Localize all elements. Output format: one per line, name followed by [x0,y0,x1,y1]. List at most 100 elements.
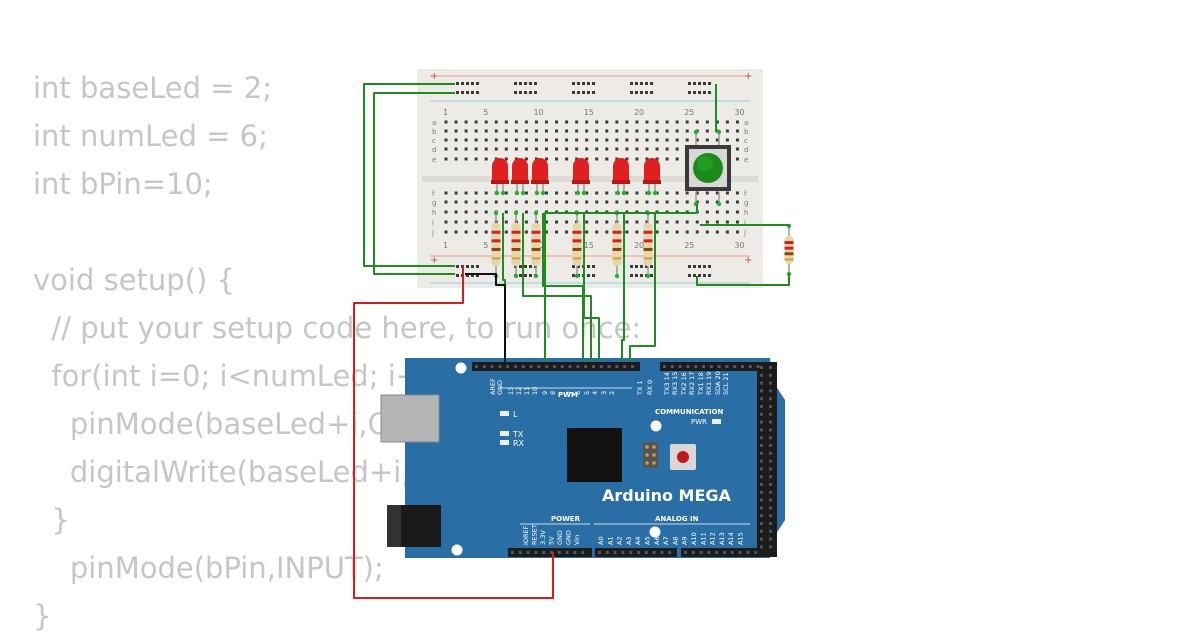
header-pin [725,365,729,368]
breadboard-hole [484,191,488,195]
breadboard-hole [464,210,468,214]
resistor-body [572,223,582,266]
breadboard-hole [640,265,643,268]
header-pin [748,365,752,368]
breadboard-hole [484,230,488,234]
pin-label: RX1 19 [705,372,713,395]
breadboard-hole [494,138,498,142]
breadboard-hole [464,120,468,124]
pin-label: SCL 21 [722,372,730,395]
green-wire-rail-left-inner [373,92,455,275]
pin-label: A14 [727,532,735,545]
resistor [643,210,653,279]
breadboard-hole [708,274,711,277]
breadboard-hole [615,147,619,151]
header-pin [760,444,763,447]
breadboard-hole [630,91,633,94]
breadboard-hole [725,230,729,234]
breadboard-hole [575,157,579,161]
resistor-band [572,239,582,243]
led-body [512,158,528,182]
breadboard-hole [504,157,508,161]
pin-label: SDA 20 [714,371,722,395]
resistor-lead-end [574,273,580,279]
header-pin [607,365,611,368]
breadboard-hole [587,91,590,94]
breadboard-hole [534,91,537,94]
resistor-lead-end [513,210,519,216]
breadboard-hole [466,82,469,85]
column-number: 25 [684,108,694,117]
breadboard-hole [655,120,659,124]
breadboard-hole [595,220,599,224]
breadboard-hole [635,265,638,268]
breadboard-hole [703,274,706,277]
header-pin [514,365,517,368]
header-pin [598,551,601,554]
breadboard-hole [555,230,559,234]
breadboard-hole [444,220,448,224]
breadboard-hole [693,274,696,277]
header-pin [769,506,772,510]
breadboard-hole [635,147,639,151]
breadboard-hole [605,191,609,195]
header-pin [637,551,640,554]
pin-label: RX 0 [646,380,654,395]
breadboard-hole [725,129,729,133]
breadboard-hole [524,129,528,133]
resistor-band [643,257,653,260]
mounting-hole [650,420,662,432]
breadboard-hole [595,138,599,142]
breadboard-hole [504,147,508,151]
breadboard-hole [645,129,649,133]
header-pin [511,551,514,554]
breadboard-hole [464,230,468,234]
header-pin [738,551,742,554]
label-l: L [513,410,518,419]
rail-plus-label: + [744,71,752,82]
led-rim [511,180,529,184]
breadboard-hole [715,200,719,204]
header-pin [760,467,763,471]
header-pin [529,365,533,368]
resistor-band [612,239,622,243]
breadboard-hole [504,129,508,133]
code-line: } [33,599,52,633]
resistor-band [784,258,794,261]
row-letter: g [432,199,436,207]
breadboard-hole [519,265,522,268]
breadboard-hole [534,120,538,124]
breadboard-hole [650,265,653,268]
breadboard-hole [685,200,689,204]
pin-label: A11 [699,532,707,545]
breadboard-hole [645,138,649,142]
breadboard-hole [698,274,701,277]
header-pin [760,412,763,416]
breadboard-hole [585,230,589,234]
power-label: POWER [551,515,581,523]
breadboard-hole [635,191,639,195]
breadboard-hole [454,129,458,133]
breadboard-hole [585,120,589,124]
breadboard-hole [524,147,528,151]
breadboard-hole [605,230,609,234]
header-pin [537,365,541,368]
breadboard-hole [640,82,643,85]
breadboard-hole [735,147,739,151]
button-leg-end [716,201,722,207]
column-number: 10 [533,108,543,117]
breadboard-hole [635,129,639,133]
breadboard-hole [524,210,528,214]
icsp-pin [652,445,656,449]
pushbutton [685,129,731,207]
breadboard-hole [665,191,669,195]
breadboard-hole [524,265,527,268]
breadboard-hole [565,129,569,133]
pin-label: A5 [644,536,652,545]
breadboard-hole [582,91,585,94]
header-pin [760,483,763,486]
led-leg-end [534,190,540,196]
breadboard-hole [605,129,609,133]
breadboard-hole [625,220,629,224]
breadboard-hole [625,147,629,151]
